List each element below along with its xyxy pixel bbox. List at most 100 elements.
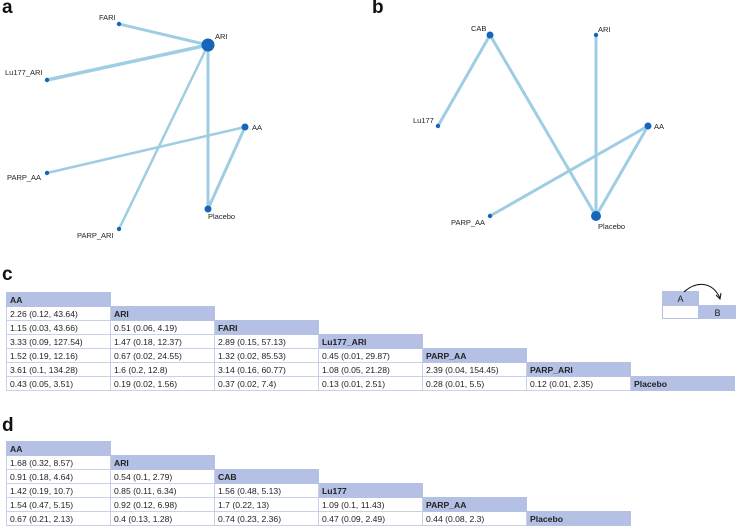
net-a-label-aa: AA	[252, 123, 262, 132]
table-c-empty-cell	[631, 349, 735, 363]
table-c-empty-cell	[631, 363, 735, 377]
table-d-empty-cell	[319, 456, 423, 470]
table-c-estimate-cell: 1.47 (0.18, 12.37)	[110, 334, 215, 349]
panel-letter-c: c	[2, 264, 13, 285]
table-c-estimate-cell: 1.15 (0.03, 43.66)	[6, 320, 111, 335]
table-c-estimate-cell: 2.26 (0.12, 43.64)	[6, 306, 111, 321]
table-c-estimate-cell: 0.13 (0.01, 2.51)	[318, 376, 423, 391]
table-d-treatment-cell: CAB	[214, 469, 319, 484]
net-a-node-parp-ari	[116, 226, 122, 232]
table-d-estimate-cell: 0.85 (0.11, 6.34)	[110, 483, 215, 498]
net-a-edge-ari-parp-ari	[117, 44, 210, 230]
table-d-empty-cell	[111, 442, 215, 456]
table-c-treatment-cell: PARP_AA	[422, 348, 527, 363]
table-c-empty-cell	[319, 293, 423, 307]
table-c-empty-cell	[527, 321, 631, 335]
table-c-estimate-cell: 1.6 (0.2, 12.8)	[110, 362, 215, 377]
table-d-row: 1.68 (0.32, 8.57)ARI	[6, 455, 631, 470]
table-c-estimate-cell: 1.08 (0.05, 21.28)	[318, 362, 423, 377]
legend-cell-empty	[662, 305, 699, 319]
table-d-estimate-cell: 1.68 (0.32, 8.57)	[6, 455, 111, 470]
net-a-edge-lu177-ari-ari	[46, 43, 209, 82]
table-d-empty-cell	[423, 484, 527, 498]
net-b-label-placebo: Placebo	[598, 222, 625, 231]
net-a-label-ari: ARI	[215, 32, 228, 41]
net-b-node-aa	[644, 122, 652, 130]
net-a-edge-fari-ari	[118, 22, 209, 47]
net-b-label-lu177: Lu177	[413, 116, 434, 125]
net-b-edge-cab-placebo	[488, 34, 598, 217]
net-a-node-aa	[241, 123, 249, 131]
curved-arrow-icon	[683, 284, 722, 301]
table-c-treatment-cell: FARI	[214, 320, 319, 335]
table-c-empty-cell	[319, 307, 423, 321]
table-c-empty-cell	[423, 335, 527, 349]
table-c-estimate-cell: 0.67 (0.02, 24.55)	[110, 348, 215, 363]
table-c-empty-cell	[527, 335, 631, 349]
table-d-empty-cell	[215, 456, 319, 470]
table-c-empty-cell	[423, 293, 527, 307]
table-d-empty-cell	[527, 498, 631, 512]
table-c-row: AA	[6, 292, 735, 307]
net-b-label-ari: ARI	[598, 25, 611, 34]
net-a-node-placebo	[204, 205, 212, 213]
net-a-label-parp-ari: PARP_ARI	[77, 231, 114, 240]
net-b-edge-aa-parp-aa	[489, 124, 649, 218]
table-c-row: 3.61 (0.1, 134.28)1.6 (0.2, 12.8)3.14 (0…	[6, 362, 735, 377]
net-b-node-placebo	[591, 211, 601, 221]
table-d-estimate-cell: 1.42 (0.19, 10.7)	[6, 483, 111, 498]
table-d-empty-cell	[527, 470, 631, 484]
table-d-estimate-cell: 0.44 (0.08, 2.3)	[422, 511, 527, 526]
table-d-row: AA	[6, 441, 631, 456]
table-d-empty-cell	[527, 456, 631, 470]
net-b-label-aa: AA	[654, 122, 664, 131]
table-c-treatment-cell: Placebo	[630, 376, 735, 391]
table-d-row: 0.67 (0.21, 2.13)0.4 (0.13, 1.28)0.74 (0…	[6, 511, 631, 526]
table-c-estimate-cell: 2.89 (0.15, 57.13)	[214, 334, 319, 349]
table-c-estimate-cell: 0.12 (0.01, 2.35)	[526, 376, 631, 391]
net-a-label-placebo: Placebo	[208, 212, 235, 221]
table-c-empty-cell	[111, 293, 215, 307]
table-c-row: 3.33 (0.09, 127.54)1.47 (0.18, 12.37)2.8…	[6, 334, 735, 349]
panel-letter-b: b	[372, 0, 384, 18]
net-a-node-lu177-ari	[44, 77, 50, 83]
table-d-estimate-cell: 1.56 (0.48, 5.13)	[214, 483, 319, 498]
net-a-edge-aa-parp-aa	[46, 125, 246, 175]
table-d-estimate-cell: 0.67 (0.21, 2.13)	[6, 511, 111, 526]
table-d-empty-cell	[215, 442, 319, 456]
panel-letter-d: d	[2, 415, 14, 436]
table-d-treatment-cell: AA	[6, 441, 111, 456]
table-c-estimate-cell: 0.37 (0.02, 7.4)	[214, 376, 319, 391]
table-d-estimate-cell: 0.54 (0.1, 2.79)	[110, 469, 215, 484]
table-d-treatment-cell: Placebo	[526, 511, 631, 526]
table-c-treatment-cell: Lu177_ARI	[318, 334, 423, 349]
net-a-node-fari	[116, 21, 122, 27]
table-c-empty-cell	[423, 321, 527, 335]
net-b-label-parp-aa: PARP_AA	[451, 218, 485, 227]
table-d-empty-cell	[423, 470, 527, 484]
panel-letter-a: a	[2, 0, 13, 18]
net-a-label-fari: FARI	[99, 13, 116, 22]
table-c-row: 1.15 (0.03, 43.66)0.51 (0.06, 4.19)FARI	[6, 320, 735, 335]
table-c-estimate-cell: 0.51 (0.06, 4.19)	[110, 320, 215, 335]
table-d-estimate-cell: 0.74 (0.23, 2.36)	[214, 511, 319, 526]
table-c-empty-cell	[527, 307, 631, 321]
net-b-label-cab: CAB	[471, 24, 486, 33]
table-d-treatment-cell: Lu177	[318, 483, 423, 498]
table-c-empty-cell	[423, 307, 527, 321]
net-a-node-ari	[201, 38, 215, 52]
net-b-edge-aa-placebo	[594, 125, 650, 217]
table-d-estimate-cell: 1.54 (0.47, 5.15)	[6, 497, 111, 512]
table-c-empty-cell	[631, 335, 735, 349]
table-c-estimate-cell: 1.52 (0.19, 12.16)	[6, 348, 111, 363]
table-d-estimate-cell: 0.92 (0.12, 6.98)	[110, 497, 215, 512]
table-c-estimate-cell: 2.39 (0.04, 154.45)	[422, 362, 527, 377]
table-c-empty-cell	[215, 307, 319, 321]
table-d-estimate-cell: 0.47 (0.09, 2.49)	[318, 511, 423, 526]
net-b-edge-cab-lu177	[436, 34, 492, 127]
network-graphs: FARIARILu177_ARIAAPARP_AAPlaceboPARP_ARI…	[5, 13, 664, 240]
